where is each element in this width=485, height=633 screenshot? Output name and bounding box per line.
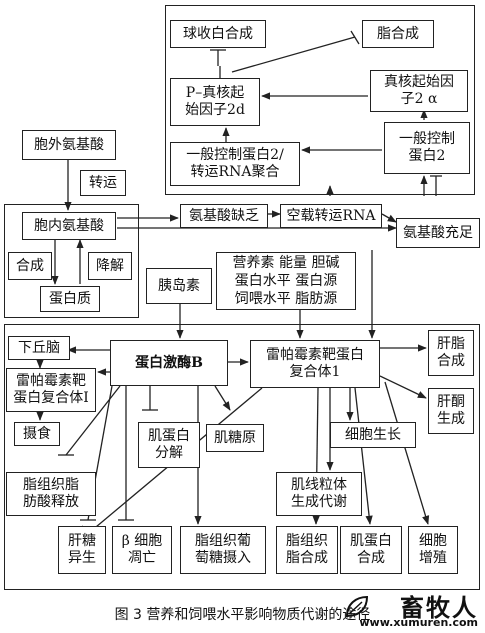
node-globulin-synthesis: 球收白合成	[170, 20, 266, 48]
node-feeding-intake: 摄食	[14, 422, 60, 446]
node-cell-proliferation: 细胞 增殖	[408, 526, 458, 574]
node-mtorc1-left: 雷帕霉素靶 蛋白复合体Ⅰ	[6, 368, 96, 412]
node-muscle-protein-breakdown: 肌蛋白 分解	[138, 422, 200, 468]
node-nutrients-feeding: 营养素 能量 胆碱 蛋白水平 蛋白源 饲喂水平 脂肪源	[216, 252, 356, 310]
figure-caption: 图 3 营养和饲喂水平影响物质代谢的途径	[114, 607, 371, 623]
node-intracellular-aa: 胞内氨基酸	[22, 212, 116, 240]
node-p-eif2d: P–真核起 始因子2d	[170, 78, 260, 126]
node-muscle-protein-synthesis: 肌蛋白 合成	[340, 526, 402, 574]
node-degradation: 降解	[88, 252, 132, 280]
node-liver-fat-synthesis: 肝脂 合成	[428, 330, 474, 376]
node-protein: 蛋白质	[40, 286, 100, 312]
frame-top-pathway	[165, 5, 475, 195]
node-adipose-lipogenesis: 脂组织 脂合成	[276, 526, 338, 574]
node-empty-trna: 空载转运RNA	[280, 204, 382, 228]
node-eif2a: 真核起始因 子2 α	[370, 70, 468, 112]
node-hypothalamus: 下丘脑	[8, 336, 70, 360]
node-transport: 转运	[80, 170, 126, 196]
node-insulin: 胰岛素	[146, 268, 212, 304]
node-beta-cell-apoptosis: β 细胞 凋亡	[112, 526, 172, 574]
frame-cell-amino-acid	[4, 204, 139, 318]
node-aa-deficiency: 氨基酸缺乏	[180, 204, 268, 228]
node-gcn2-trna: 一般控制蛋白2/ 转运RNA聚合	[170, 142, 300, 186]
logo-name: 畜牧人	[400, 594, 478, 622]
node-protein-kinase-b: 蛋白激酶B	[110, 340, 228, 386]
node-adipose-fa-release: 脂组织脂 肪酸释放	[6, 472, 96, 516]
watermark-logo: 畜牧人 www.xumuren.com	[338, 586, 484, 632]
node-muscle-glycogen: 肌糖原	[206, 424, 264, 452]
logo-url: www.xumuren.com	[359, 616, 478, 629]
node-adipose-glucose-uptake: 脂组织葡 萄糖摄入	[180, 526, 266, 574]
node-cell-growth: 细胞生长	[330, 422, 416, 448]
node-gluconeogenesis: 肝糖 异生	[58, 526, 106, 574]
inhibit-line-fat	[231, 36, 356, 73]
node-synthesis: 合成	[8, 252, 52, 280]
node-aa-sufficient: 氨基酸充足	[396, 218, 480, 248]
node-gcn2: 一般控制 蛋白2	[384, 122, 470, 174]
leaf-icon	[345, 595, 369, 618]
node-liver-ketone: 肝酮 生成	[428, 388, 474, 434]
frame-bottom-pathway	[4, 324, 480, 590]
node-mito-biogenesis: 肌线粒体 生成代谢	[276, 472, 362, 516]
node-extracellular-aa: 胞外氨基酸	[22, 130, 116, 160]
node-fat-synthesis: 脂合成	[362, 20, 434, 48]
node-mtorc1-main: 雷帕霉素靶蛋白 复合体1	[250, 340, 380, 388]
